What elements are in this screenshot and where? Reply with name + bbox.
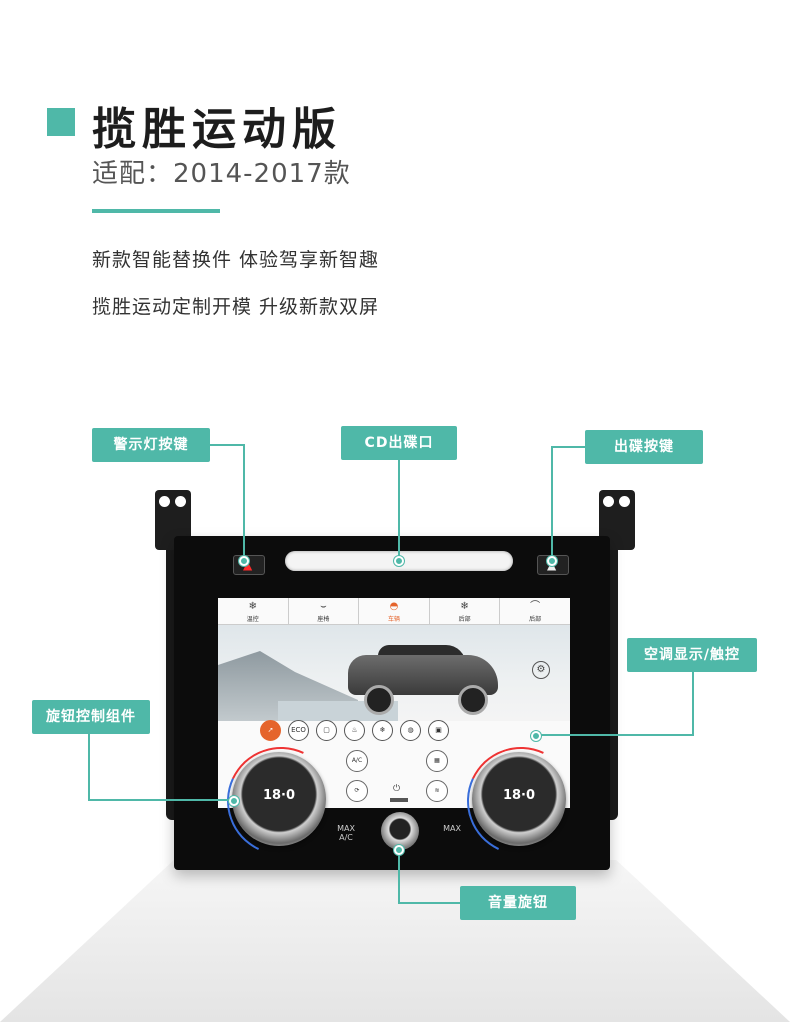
description-line-1: 新款智能替换件 体验驾享新智趣 [92, 249, 380, 271]
vehicle-scene: ⚙ [218, 625, 570, 721]
tab-label: 温控 [246, 616, 259, 623]
temp-knob-right[interactable]: 18·0 [472, 752, 566, 846]
temp-right-value: 18·0 [502, 788, 536, 803]
climate-icon: ❄ [248, 601, 257, 612]
callout-knob-control: 旋钮控制组件 [32, 700, 150, 734]
rear-icon: ❄ [460, 601, 469, 612]
callout-hazard: 警示灯按键 [92, 428, 210, 462]
auto-mode-icon[interactable]: ➚ [260, 720, 281, 741]
tab-label: 后部 [458, 616, 471, 623]
callout-ac-display: 空调显示/触控 [627, 638, 757, 672]
car-icon: ◓ [389, 601, 399, 612]
callout-volume-knob: 音量旋钮 [460, 886, 576, 920]
eco-button[interactable]: ECO [288, 720, 309, 741]
seat-icon: ⌣ [320, 601, 327, 612]
hazard-icon: ▲ [243, 558, 253, 572]
seat-cool-icon[interactable]: ❄ [372, 720, 393, 741]
callout-eject: 出碟按键 [585, 430, 703, 464]
temp-left-value: 18·0 [262, 788, 296, 803]
tab-label: 后部 [529, 616, 542, 623]
title-marker [47, 108, 75, 136]
settings-icon[interactable]: ⚙ [532, 661, 550, 679]
ac-button[interactable]: A/C [346, 750, 368, 772]
tab-label: 座椅 [317, 616, 330, 623]
tab-seat[interactable]: ⌣ 座椅 [289, 598, 360, 624]
tab-climate[interactable]: ❄ 温控 [218, 598, 289, 624]
recirculation-icon[interactable]: ⟳ [346, 780, 368, 802]
max-ac-button[interactable]: MAX A/C [337, 824, 355, 842]
power-icon[interactable]: ⏻ [393, 784, 401, 794]
hazard-button[interactable]: ▲ [233, 555, 265, 575]
temp-knob-left[interactable]: 18·0 [232, 752, 326, 846]
seat-massage-icon[interactable]: ▣ [428, 720, 449, 741]
rear-vent-icon: ⌒ [530, 601, 541, 612]
description-line-2: 揽胜运动定制开模 升级新款双屏 [92, 296, 380, 318]
seat-mode-icon[interactable]: ▢ [316, 720, 337, 741]
seat-heat-icon[interactable]: ♨ [344, 720, 365, 741]
screen-tab-bar: ❄ 温控 ⌣ 座椅 ◓ 车辆 ❄ 后部 ⌒ 后部 [218, 598, 570, 625]
floor-shadow [0, 860, 790, 1022]
tab-rear-vent[interactable]: ⌒ 后部 [500, 598, 570, 624]
tab-rear[interactable]: ❄ 后部 [430, 598, 501, 624]
tab-vehicle[interactable]: ◓ 车辆 [359, 598, 430, 624]
mount-bracket-left [155, 490, 191, 550]
max-defrost-button[interactable]: MAX [443, 824, 461, 833]
fan-level-indicator [390, 798, 408, 802]
tab-label: 车辆 [387, 616, 400, 623]
volume-knob[interactable] [381, 812, 419, 850]
mode-button-row: ➚ ECO ▢ ♨ ❄ ◍ ▣ [260, 720, 449, 741]
title-divider [92, 209, 220, 213]
page-title: 揽胜运动版 [92, 104, 342, 155]
rear-defrost-icon[interactable]: ▦ [426, 750, 448, 772]
page-subtitle: 适配：2014-2017款 [92, 159, 351, 189]
steering-heat-icon[interactable]: ◍ [400, 720, 421, 741]
callout-cd-slot: CD出碟口 [341, 426, 457, 460]
front-defrost-icon[interactable]: ≋ [426, 780, 448, 802]
